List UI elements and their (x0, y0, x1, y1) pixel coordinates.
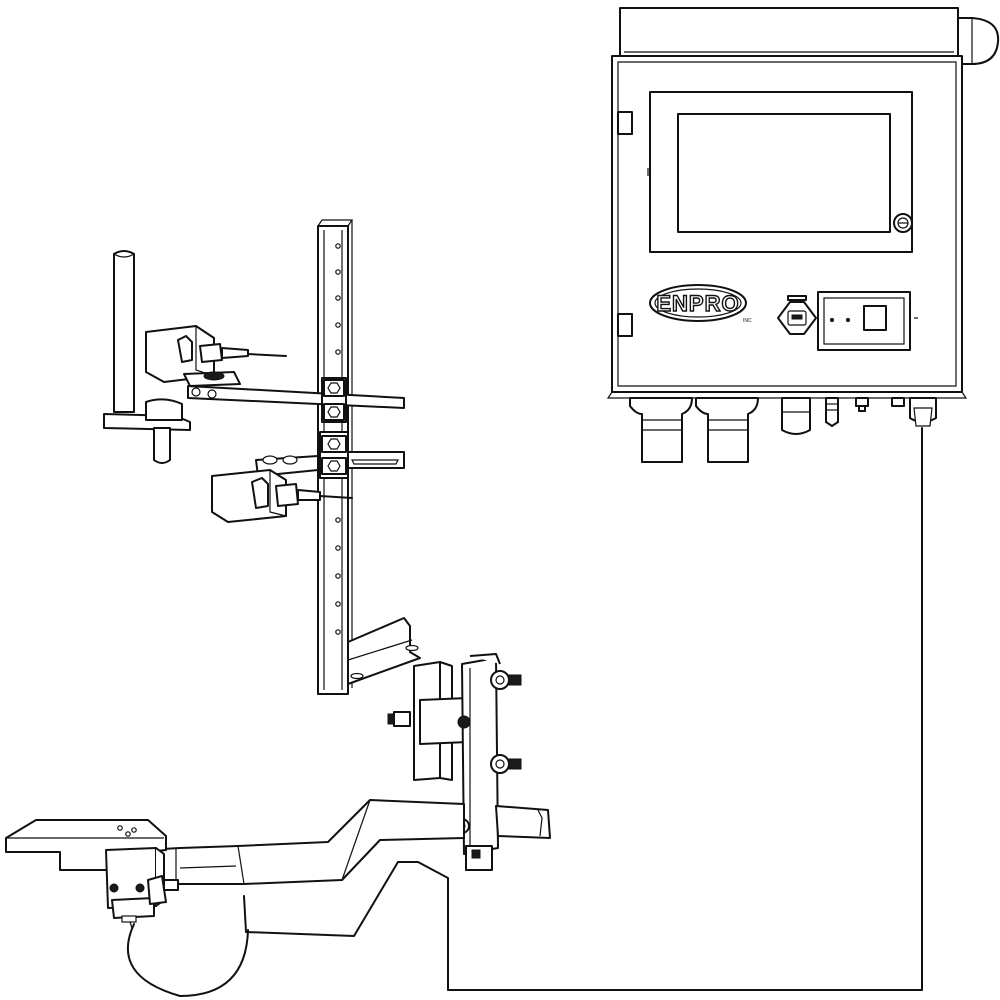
upper-sensor-head (145, 325, 287, 399)
lower-sensor (105, 847, 179, 929)
clamp-assembly (413, 653, 501, 871)
brand-logo: ENPRO INC (649, 284, 752, 324)
brand-suffix: INC (743, 318, 752, 324)
middle-sensor-head (211, 455, 353, 523)
key-lock (893, 213, 913, 233)
signal-cable (126, 427, 923, 997)
usb-port (777, 295, 817, 335)
hmi-screen (649, 91, 913, 253)
upper-arm (187, 377, 405, 423)
display-panel (817, 291, 918, 351)
reference-rod (103, 250, 191, 464)
cable-glands (629, 397, 937, 463)
post-base-bracket (347, 617, 421, 685)
brand-name: ENPRO (656, 291, 739, 316)
middle-arm (319, 431, 405, 479)
post-holes (335, 243, 341, 635)
